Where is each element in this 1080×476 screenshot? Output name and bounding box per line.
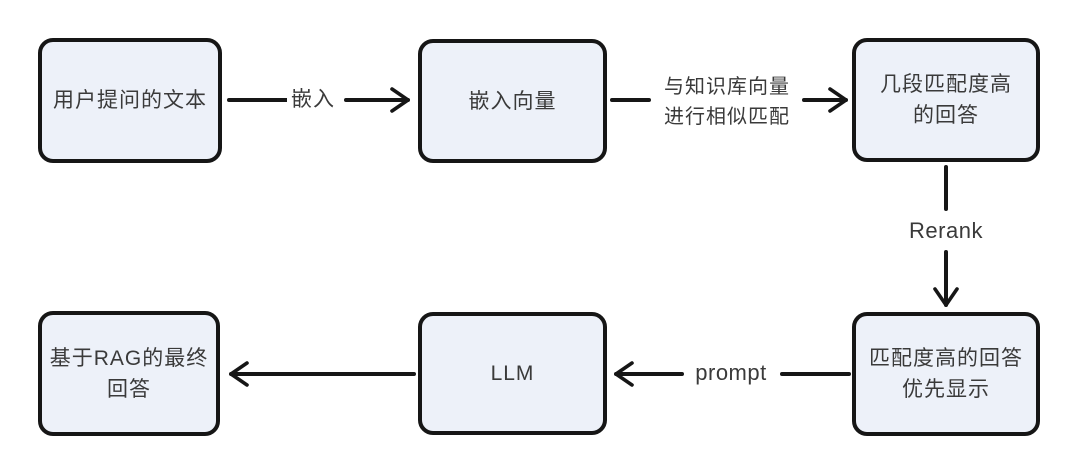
node-llm-label: LLM [490,362,535,385]
node-final-answer: 基于RAG的最终 回答 [38,311,220,436]
node-user-question: 用户提问的文本 [38,38,222,163]
node-reranked-answers-label: 匹配度高的回答 优先显示 [869,347,1023,401]
node-reranked-answers: 匹配度高的回答 优先显示 [852,312,1040,436]
edge-label-similarity: 与知识库向量 进行相似匹配 [660,72,794,132]
edge-label-rerank: Rerank [905,216,987,246]
edge-label-prompt: prompt [691,358,771,388]
node-top-matches-label: 几段匹配度高 的回答 [880,73,1012,127]
node-user-question-label: 用户提问的文本 [53,89,207,112]
node-llm: LLM [418,312,607,435]
node-top-matches: 几段匹配度高 的回答 [852,38,1040,162]
edge-label-embed: 嵌入 [287,85,339,115]
node-embedding-vector: 嵌入向量 [418,39,607,163]
node-embedding-vector-label: 嵌入向量 [468,89,557,113]
node-final-answer-label: 基于RAG的最终 回答 [49,346,209,401]
